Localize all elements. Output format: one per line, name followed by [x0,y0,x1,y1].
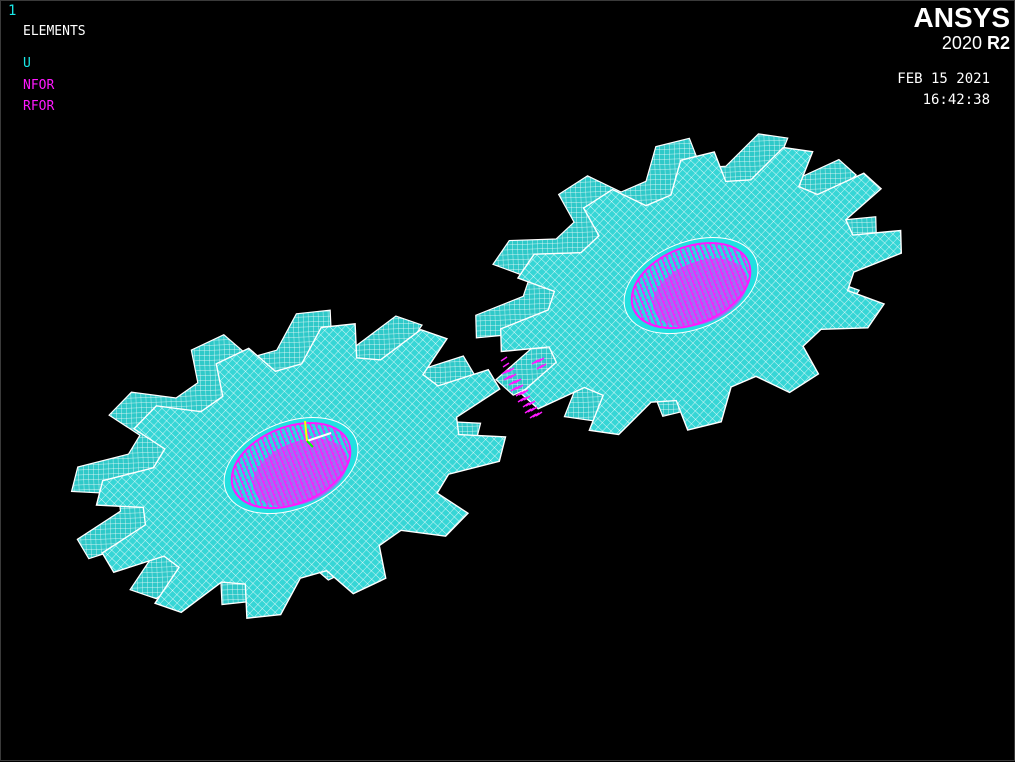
contact-force-marker [501,369,509,375]
logo-version-year: 2020 [941,33,982,53]
contact-force-marker [511,379,519,385]
contact-force-marker [539,363,547,369]
right-gear[interactable] [435,73,942,495]
contact-force-marker [507,367,515,373]
contact-force-marker [517,397,525,403]
contact-force-marker [510,386,518,392]
contact-force-marker [521,389,529,395]
timestamp: FEB 15 2021 16:42:38 [897,69,990,111]
contact-force-marker [502,362,510,368]
contact-force-marker [525,401,533,407]
contact-force-marker [513,385,521,391]
contact-force-marker [523,395,531,401]
bore-reaction-forces [652,258,748,327]
contact-force-marker [530,406,538,412]
legend-entry-u: U [23,56,31,71]
coordinate-triad-icon [304,420,332,448]
contact-force-marker [535,411,543,417]
contact-force-marker [536,364,544,370]
contact-force-marker [515,391,523,397]
contact-force-markers [304,356,547,448]
legend-entry-rfor: RFOR [23,99,55,114]
contact-force-marker [528,400,536,406]
contact-force-marker [504,368,512,374]
contact-force-marker [520,396,528,402]
contact-force-marker [514,378,522,384]
logo-version: 2020 R2 [914,33,1010,53]
contact-force-marker [522,402,530,408]
contact-force-marker [508,380,516,386]
contact-force-marker [534,358,542,364]
contact-force-marker [518,390,526,396]
contact-force-marker [527,407,535,413]
contact-force-marker [532,412,540,418]
timestamp-date: FEB 15 2021 [897,71,990,87]
contact-force-marker [516,384,524,390]
contact-force-marker [529,413,537,419]
logo-version-release: R2 [986,33,1010,53]
contact-force-marker [500,356,508,362]
contact-force-marker [537,357,545,363]
contact-force-marker [524,408,532,414]
window-number: 1 [8,3,17,19]
left-gear[interactable] [27,246,550,681]
bore-reaction-forces [252,438,348,507]
legend-title: ELEMENTS [23,24,86,39]
legend-entry-nfor: NFOR [23,78,55,93]
contact-force-marker [503,375,511,381]
contact-force-marker [506,374,514,380]
ansys-logo: ANSYS 2020 R2 [913,2,1010,54]
contact-force-marker [509,373,517,379]
contact-force-marker [531,359,539,365]
timestamp-time: 16:42:38 [922,92,990,108]
logo-brand: ANSYS [913,2,1010,33]
